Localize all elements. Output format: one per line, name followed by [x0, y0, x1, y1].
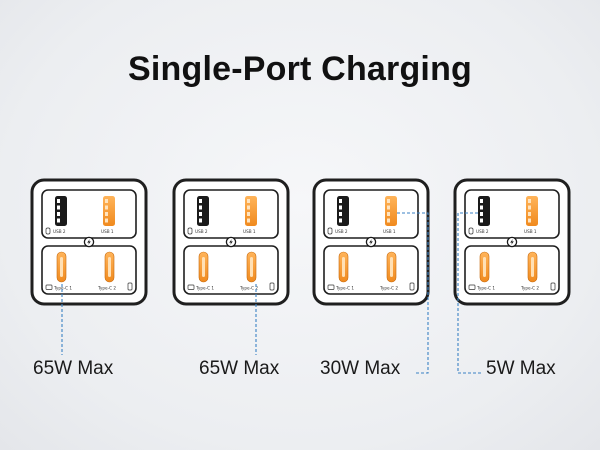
- typec1-label: Type-C 1: [335, 286, 354, 291]
- page-title: Single-Port Charging: [128, 50, 472, 88]
- charging-bolt-icon: [365, 236, 377, 248]
- charger-panel-3: USB 2 USB 1 Type-C 1 Type-C 2: [312, 178, 430, 306]
- charger-panel-2: USB 2 USB 1 Type-C 1 Type-C 2: [172, 178, 290, 306]
- usb-a-pin: [57, 212, 60, 216]
- usb1-label: USB 1: [383, 229, 396, 234]
- usb1-label: USB 1: [243, 229, 256, 234]
- usb1-label: USB 1: [524, 229, 537, 234]
- laptop-icon: [327, 284, 335, 290]
- type-c-tongue: [390, 257, 393, 277]
- usb-a-port-2: [55, 196, 67, 226]
- leader-line-4: [457, 212, 483, 374]
- max-label-1: 65W Max: [33, 358, 114, 379]
- type-c-tongue: [60, 257, 63, 277]
- usb-a-pin: [339, 205, 342, 210]
- usb-a-pin: [528, 218, 531, 223]
- usb-a-pin: [480, 199, 483, 203]
- usb-a-pin: [480, 205, 483, 210]
- typec1-label: Type-C 1: [476, 286, 495, 291]
- usb1-label: USB 1: [101, 229, 114, 234]
- usb-a-pin: [105, 205, 108, 210]
- usb-a-pin: [247, 199, 250, 203]
- usb-a-pin: [528, 212, 531, 216]
- charging-bolt-icon: [225, 236, 237, 248]
- mouse-icon: [327, 227, 333, 235]
- type-c-tongue: [531, 257, 534, 277]
- usb-a-pin: [105, 199, 108, 203]
- mouse-icon: [468, 227, 474, 235]
- type-c-tongue: [108, 257, 111, 277]
- charging-bolt-icon: [506, 236, 518, 248]
- usb-a-pin: [528, 205, 531, 210]
- usb-a-pin: [57, 218, 60, 223]
- usb-a-port-1: [385, 196, 397, 226]
- usb-a-pin: [528, 199, 531, 203]
- typec2-label: Type-C 2: [520, 286, 539, 291]
- usb2-label: USB 2: [195, 229, 208, 234]
- usb2-label: USB 2: [335, 229, 348, 234]
- usb-a-pin: [199, 218, 202, 223]
- typec1-label: Type-C 1: [195, 286, 214, 291]
- phone-icon: [127, 282, 133, 291]
- usb-a-pin: [57, 205, 60, 210]
- usb-a-pin: [105, 218, 108, 223]
- typec1-label: Type-C 1: [53, 286, 72, 291]
- usb-a-port-1: [245, 196, 257, 226]
- usb-a-pin: [387, 212, 390, 216]
- usb-a-port-2: [337, 196, 349, 226]
- usb2-label: USB 2: [53, 229, 66, 234]
- usb-a-port-1: [103, 196, 115, 226]
- laptop-icon: [45, 284, 53, 290]
- phone-icon: [550, 282, 556, 291]
- usb-a-pin: [339, 199, 342, 203]
- usb-a-port-2: [478, 196, 490, 226]
- usb-a-pin: [57, 199, 60, 203]
- phone-icon: [409, 282, 415, 291]
- charger-panel-4: USB 2 USB 1 Type-C 1 Type-C 2: [453, 178, 571, 306]
- usb-a-pin: [339, 218, 342, 223]
- usb-a-pin: [247, 205, 250, 210]
- type-c-tongue: [483, 257, 486, 277]
- type-c-tongue: [342, 257, 345, 277]
- usb-a-pin: [339, 212, 342, 216]
- usb-a-port-1: [526, 196, 538, 226]
- usb-a-pin: [199, 205, 202, 210]
- usb-a-pin: [480, 218, 483, 223]
- leader-line-3: [397, 212, 429, 374]
- laptop-icon: [468, 284, 476, 290]
- usb-a-pin: [387, 205, 390, 210]
- phone-icon: [269, 282, 275, 291]
- charging-bolt-icon: [83, 236, 95, 248]
- max-label-4: 5W Max: [486, 358, 556, 379]
- usb-a-pin: [247, 212, 250, 216]
- usb-a-pin: [105, 212, 108, 216]
- usb-a-pin: [387, 199, 390, 203]
- type-c-tongue: [250, 257, 253, 277]
- typec2-label: Type-C 2: [97, 286, 116, 291]
- typec2-label: Type-C 2: [379, 286, 398, 291]
- charger-panel-1: USB 2 USB 1 Type-C 1 Type-C 2: [30, 178, 148, 306]
- typec2-label: Type-C 2: [239, 286, 258, 291]
- type-c-tongue: [202, 257, 205, 277]
- mouse-icon: [45, 227, 51, 235]
- laptop-icon: [187, 284, 195, 290]
- usb2-label: USB 2: [476, 229, 489, 234]
- max-label-3: 30W Max: [320, 358, 401, 379]
- usb-a-pin: [387, 218, 390, 223]
- usb-a-port-2: [197, 196, 209, 226]
- usb-a-pin: [199, 212, 202, 216]
- usb-a-pin: [247, 218, 250, 223]
- max-label-2: 65W Max: [199, 358, 280, 379]
- usb-a-pin: [199, 199, 202, 203]
- usb-a-pin: [480, 212, 483, 216]
- mouse-icon: [187, 227, 193, 235]
